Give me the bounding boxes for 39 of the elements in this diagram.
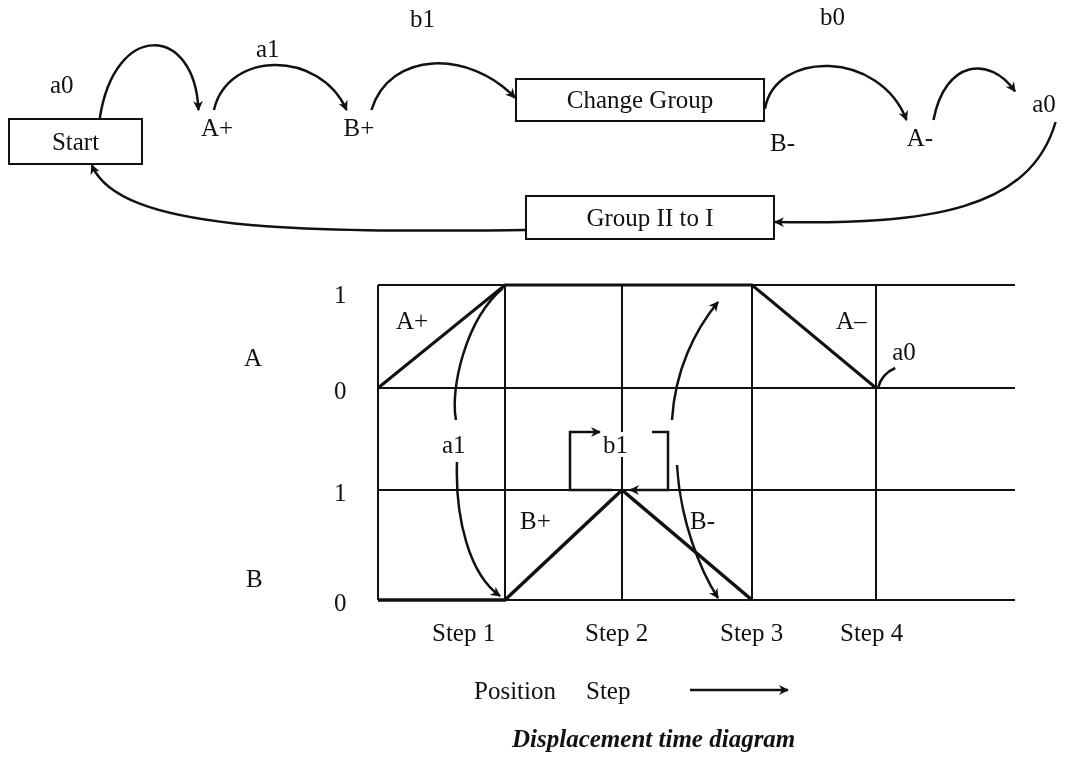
caption: Displacement time diagram [512,726,796,751]
step-label: Step 1 [432,620,496,645]
curve-label: B+ [520,508,551,533]
arrow [370,62,516,111]
step-label: A+ [186,110,248,146]
axis-tick-label: 0 [334,590,347,615]
axis-title: Position [474,678,556,703]
step-label: Step 4 [840,620,904,645]
process-box: Group II to I [525,195,775,240]
process-box: Change Group [515,78,765,122]
process-box: Start [8,118,143,165]
axis-tick-label: 0 [334,378,347,403]
axis-label: A [244,345,263,370]
edge-label: b1 [410,6,435,31]
arrow [98,44,203,119]
step-label: B- [770,130,795,155]
axis-label: B [246,566,263,591]
arrow [212,63,348,111]
step-label: Step 2 [585,620,649,645]
curve-label: A+ [396,308,429,333]
edge-label: a1 [256,36,280,61]
curve-label: A– [836,308,867,333]
edge-label: a0 [50,72,74,97]
step-label: B+ [328,110,390,146]
curve-label: B- [690,508,715,533]
step-label: A- [893,120,947,156]
leader-line [876,366,896,389]
axis-tick-label: 1 [334,282,347,307]
step-label: Step 3 [720,620,784,645]
step-label: a0 [882,336,926,368]
signal-label: b1 [603,432,628,457]
step-label: a0 [1015,86,1073,122]
arrow [90,164,525,232]
signal-label: a1 [442,432,466,457]
edge-label: b0 [820,4,845,29]
axis-title: Step [586,678,631,703]
axis-tick-label: 1 [334,480,347,505]
arrow [932,67,1016,121]
arrow [774,121,1057,228]
